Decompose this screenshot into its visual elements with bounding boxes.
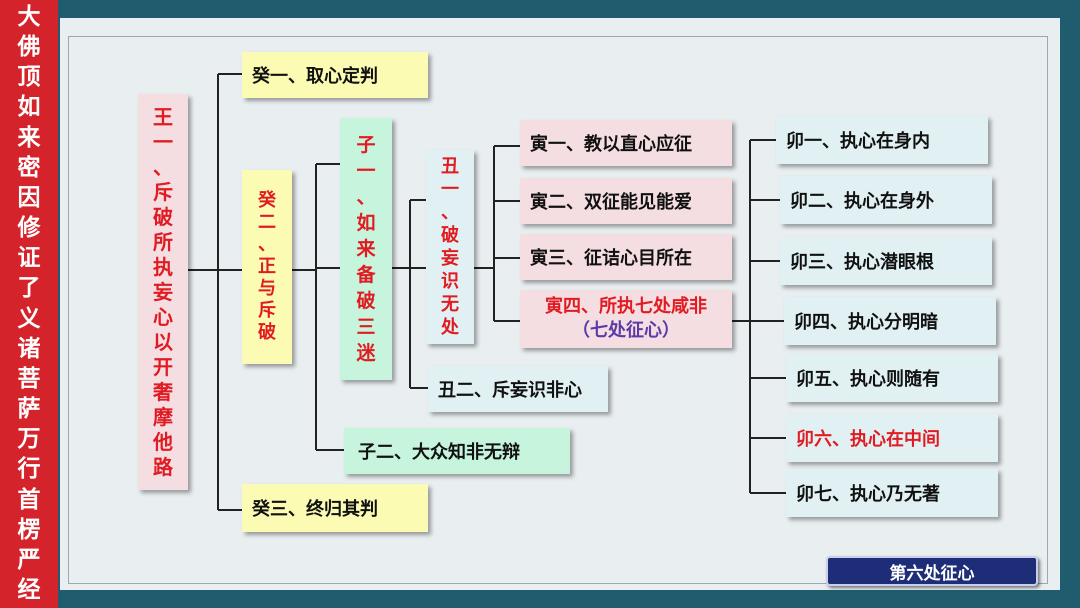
sidebar-char: 证	[17, 245, 41, 272]
vertical-char: 路	[153, 454, 173, 479]
vertical-char: 破	[441, 225, 459, 246]
vertical-char: 、	[356, 186, 376, 208]
sidebar-char: 楞	[17, 516, 41, 543]
vertical-char: 王	[153, 104, 173, 129]
node-gui2: 癸二、正与斥破	[242, 170, 292, 364]
node-mao4: 卯四、执心分明暗	[784, 297, 996, 345]
node-zi2: 子二、大众知非无辩	[344, 428, 570, 474]
section-badge: 第六处征心	[826, 556, 1038, 586]
sidebar-char: 菩	[17, 365, 41, 392]
node-mao3: 卯三、执心潜眼根	[780, 237, 992, 285]
node-gui3: 癸三、终归其判	[242, 484, 428, 532]
vertical-char: 以	[153, 329, 173, 354]
vertical-char: 一	[356, 160, 376, 182]
node-mao1: 卯一、执心在身内	[776, 116, 988, 164]
vertical-char: 迷	[356, 342, 376, 364]
node-mao7: 卯七、执心乃无著	[786, 469, 998, 517]
vertical-char: 一	[441, 179, 459, 200]
sidebar-char: 行	[17, 456, 41, 483]
node-chou2: 丑二、斥妄识非心	[428, 366, 608, 412]
connector-lines	[188, 73, 786, 511]
node-gui1: 癸一、取心定判	[242, 52, 428, 98]
sidebar-char: 万	[17, 426, 41, 453]
vertical-char: 丑	[441, 156, 459, 177]
vertical-char: 与	[258, 278, 276, 299]
vertical-char: 破	[356, 290, 376, 312]
diagram-board: 王一、斥破所执妄心以开奢摩他路 癸一、取心定判 癸二、正与斥破 癸三、终归其判 …	[60, 18, 1060, 590]
vertical-char: 心	[153, 304, 173, 329]
node-yin4: 寅四、所执七处咸非 （七处征心）	[520, 290, 732, 348]
vertical-char: 子	[356, 134, 376, 156]
vertical-char: 斥	[258, 300, 276, 321]
sidebar-char: 因	[17, 184, 41, 211]
vertical-char: 破	[258, 322, 276, 343]
vertical-char: 所	[153, 229, 173, 254]
node-chou1: 丑一、破妄识无处	[426, 150, 474, 344]
vertical-char: 开	[153, 354, 173, 379]
vertical-char: 来	[356, 238, 376, 260]
sidebar-char: 佛	[17, 34, 41, 61]
sidebar-char: 顶	[17, 64, 41, 91]
sidebar-char: 义	[17, 305, 41, 332]
node-yin2: 寅二、双征能见能爱	[520, 178, 732, 224]
sidebar-title: 大佛顶如来密因修证了义诸菩萨万行首楞严经	[0, 0, 58, 608]
sidebar-char: 修	[17, 215, 41, 242]
node-yin4-note: （七处征心）	[572, 320, 680, 341]
sidebar-char: 首	[17, 486, 41, 513]
vertical-char: 、	[441, 202, 459, 223]
vertical-char: 癸	[258, 190, 276, 211]
vertical-char: 奢	[153, 379, 173, 404]
sidebar-char: 大	[17, 4, 41, 30]
vertical-char: 处	[441, 317, 459, 338]
sidebar-char: 萨	[17, 396, 41, 423]
vertical-char: 执	[153, 254, 173, 279]
vertical-char: 三	[356, 316, 376, 338]
vertical-char: 一	[153, 129, 173, 154]
sidebar-char: 诸	[17, 335, 41, 362]
vertical-char: 正	[258, 256, 276, 277]
vertical-char: 如	[356, 212, 376, 234]
sidebar-char: 来	[17, 124, 41, 151]
node-yin1: 寅一、教以直心应征	[520, 120, 732, 166]
vertical-char: 二	[258, 212, 276, 233]
vertical-char: 备	[356, 264, 376, 286]
vertical-char: 无	[441, 294, 459, 315]
node-mao6: 卯六、执心在中间	[786, 414, 998, 462]
node-mao2: 卯二、执心在身外	[780, 176, 992, 224]
sidebar-char: 严	[17, 546, 41, 573]
node-yin4-title: 寅四、所执七处咸非	[545, 296, 707, 317]
sidebar-char: 如	[17, 94, 41, 121]
node-yin3: 寅三、征诘心目所在	[520, 234, 732, 280]
node-zi1: 子一、如来备破三迷	[340, 118, 392, 380]
sidebar-char: 密	[17, 154, 41, 181]
vertical-char: 摩	[153, 404, 173, 429]
vertical-char: 妄	[441, 248, 459, 269]
sidebar-char: 经	[17, 576, 41, 603]
vertical-char: 识	[441, 271, 459, 292]
node-mao5: 卯五、执心则随有	[786, 354, 998, 402]
vertical-char: 斥	[153, 179, 173, 204]
vertical-char: 妄	[153, 279, 173, 304]
sidebar-char: 了	[17, 275, 41, 302]
vertical-char: 、	[258, 234, 276, 255]
vertical-char: 、	[153, 154, 173, 179]
vertical-char: 破	[153, 204, 173, 229]
node-ren1: 王一、斥破所执妄心以开奢摩他路	[138, 94, 188, 490]
vertical-char: 他	[153, 429, 173, 454]
